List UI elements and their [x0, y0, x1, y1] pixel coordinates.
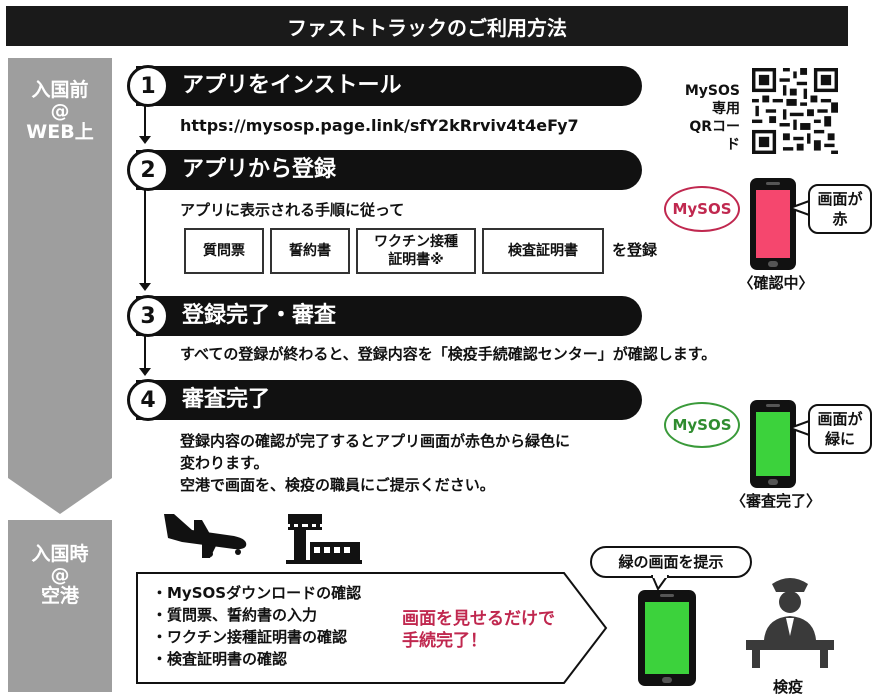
airplane-icon: [164, 514, 247, 558]
connector-line: [144, 102, 146, 138]
step-1-label: アプリをインストール: [182, 73, 402, 98]
side-box-arrival: [8, 520, 112, 692]
step-4-number: 4: [127, 379, 169, 421]
arrival-checklist: ・MySOSダウンロードの確認 ・質問票、誓約書の入力 ・ワクチン接種証明書の確…: [152, 582, 361, 670]
side-label-arrival: 入国時 @ 空港: [31, 543, 89, 607]
step-3-bar: 登録完了・審査: [136, 296, 642, 336]
page-title: ファストトラックのご利用方法: [6, 6, 848, 46]
step-2-suffix: を登録: [612, 241, 658, 259]
list-item: ・質問票、誓約書の入力: [152, 606, 318, 624]
connector-line: [144, 187, 146, 285]
quarantine-officer-icon: [746, 578, 834, 668]
mysos-logo-red: MySOS: [664, 186, 740, 232]
step-3-text: すべての登録が終わると、登録内容を「検疫手続確認センター」が確認します。: [180, 345, 717, 363]
step-2-label: アプリから登録: [182, 157, 337, 182]
phone-screen-red: [756, 190, 790, 258]
step-3-label: 登録完了・審査: [182, 303, 337, 328]
officer-caption: 検疫: [772, 678, 803, 696]
connector-line: [144, 336, 146, 370]
step-4-text: 登録内容の確認が完了するとアプリ画面が赤色から緑色に 変わります。 空港で画面を…: [180, 432, 571, 494]
caption-red-state: 〈確認中〉: [738, 274, 814, 292]
control-tower-icon: [286, 514, 362, 564]
step-4-label: 審査完了: [182, 387, 271, 412]
doc-questionnaire: 質問票: [184, 228, 264, 274]
show-screen-bubble: 緑の画面を提示: [590, 546, 752, 578]
list-item: ・検査証明書の確認: [152, 650, 288, 668]
phone-icon-red: [750, 178, 796, 270]
step-2-number: 2: [127, 149, 169, 191]
arrival-checklist-box: [136, 572, 608, 684]
mysos-logo-green: MySOS: [664, 402, 740, 448]
bubble-red: 画面が 赤: [808, 184, 872, 234]
qr-caption: MySOS 専用 QRコー ド: [684, 83, 740, 153]
install-url-link[interactable]: https://mysosp.page.link/sfY2kRrviv4t4eF…: [180, 116, 579, 135]
phone-icon-green: [750, 400, 796, 488]
connector-arrow: [139, 368, 151, 376]
caption-green-state: 〈審査完了〉: [730, 492, 821, 510]
highlight-message: 画面を見せるだけで 手続完了！: [402, 609, 555, 651]
phone-icon-airport: [638, 590, 696, 686]
list-item: ・ワクチン接種証明書の確認: [152, 628, 348, 646]
step-1-number: 1: [127, 65, 169, 107]
connector-arrow: [139, 283, 151, 291]
step-4-bar: 審査完了: [136, 380, 642, 420]
step-1-bar: アプリをインストール: [136, 66, 642, 106]
side-label-before: 入国前 @ WEB上: [26, 79, 94, 143]
side-arrow-before: [8, 58, 112, 514]
doc-vaccine-certificate: ワクチン接種 証明書※: [356, 228, 476, 274]
step-2-intro: アプリに表示される手順に従って: [180, 201, 405, 219]
step-3-number: 3: [127, 295, 169, 337]
bubble-tail-show: [650, 575, 670, 591]
connector-arrow: [139, 136, 151, 144]
doc-test-certificate: 検査証明書: [482, 228, 604, 274]
phone-screen-green: [756, 412, 790, 476]
step-2-bar: アプリから登録: [136, 150, 642, 190]
list-item: ・MySOSダウンロードの確認: [152, 584, 362, 602]
bubble-green: 画面が 緑に: [808, 404, 872, 454]
doc-pledge: 誓約書: [270, 228, 350, 274]
phone-screen-airport: [645, 602, 689, 674]
qr-code-icon[interactable]: [752, 68, 838, 154]
